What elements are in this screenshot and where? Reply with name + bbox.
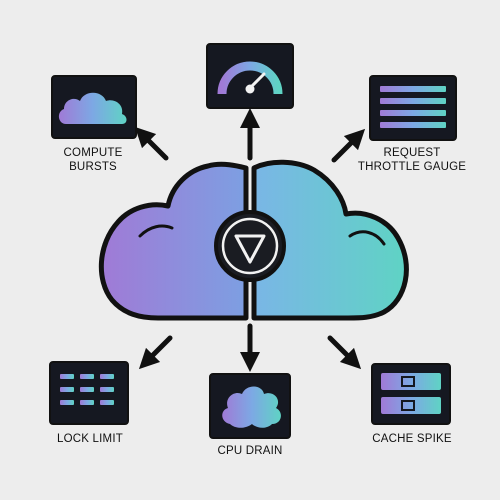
request-throttle-label-line2: THROTTLE GAUGE (357, 161, 467, 173)
central-cloud (98, 159, 409, 321)
cache-spike-label-text: CACHE SPIKE (372, 433, 452, 445)
gauge-icon (217, 61, 283, 95)
cpu-drain-label: CPU DRAIN (200, 444, 300, 458)
cache-spike-tile (371, 363, 451, 425)
compute-bursts-label: COMPUTE BURSTS (48, 146, 138, 174)
request-throttle-label: REQUEST THROTTLE GAUGE (352, 146, 472, 174)
lock-limit-tile (49, 361, 129, 425)
dash-grid-icon (60, 374, 114, 405)
center-circle (214, 210, 286, 282)
cloud-left-half (98, 161, 249, 321)
cache-spike-label: CACHE SPIKE (362, 432, 462, 446)
cloud-icon (58, 92, 127, 124)
gauge-tile (206, 43, 294, 109)
compute-bursts-tile (51, 75, 137, 139)
server-icon (381, 373, 441, 414)
arrow-to-request-throttle (331, 128, 366, 163)
arrow-to-compute-bursts (134, 126, 169, 161)
connector-arrows (134, 108, 366, 372)
cpu-drain-tile (209, 373, 291, 439)
triangle-down-icon (234, 234, 266, 264)
rows-list-icon (380, 86, 446, 128)
arrow-to-cache-spike (327, 335, 362, 370)
arrow-to-lock-limit (138, 335, 173, 370)
cloud-icon (222, 386, 281, 428)
request-throttle-tile (369, 75, 457, 141)
compute-bursts-label-line1: COMPUTE (63, 147, 123, 159)
compute-bursts-label-line2: BURSTS (69, 161, 117, 173)
request-throttle-label-line1: REQUEST (383, 147, 441, 159)
lock-limit-label-text: LOCK LIMIT (57, 433, 123, 445)
cloud-right-half (251, 159, 409, 321)
cpu-drain-label-text: CPU DRAIN (217, 445, 283, 457)
lock-limit-label: LOCK LIMIT (42, 432, 138, 446)
